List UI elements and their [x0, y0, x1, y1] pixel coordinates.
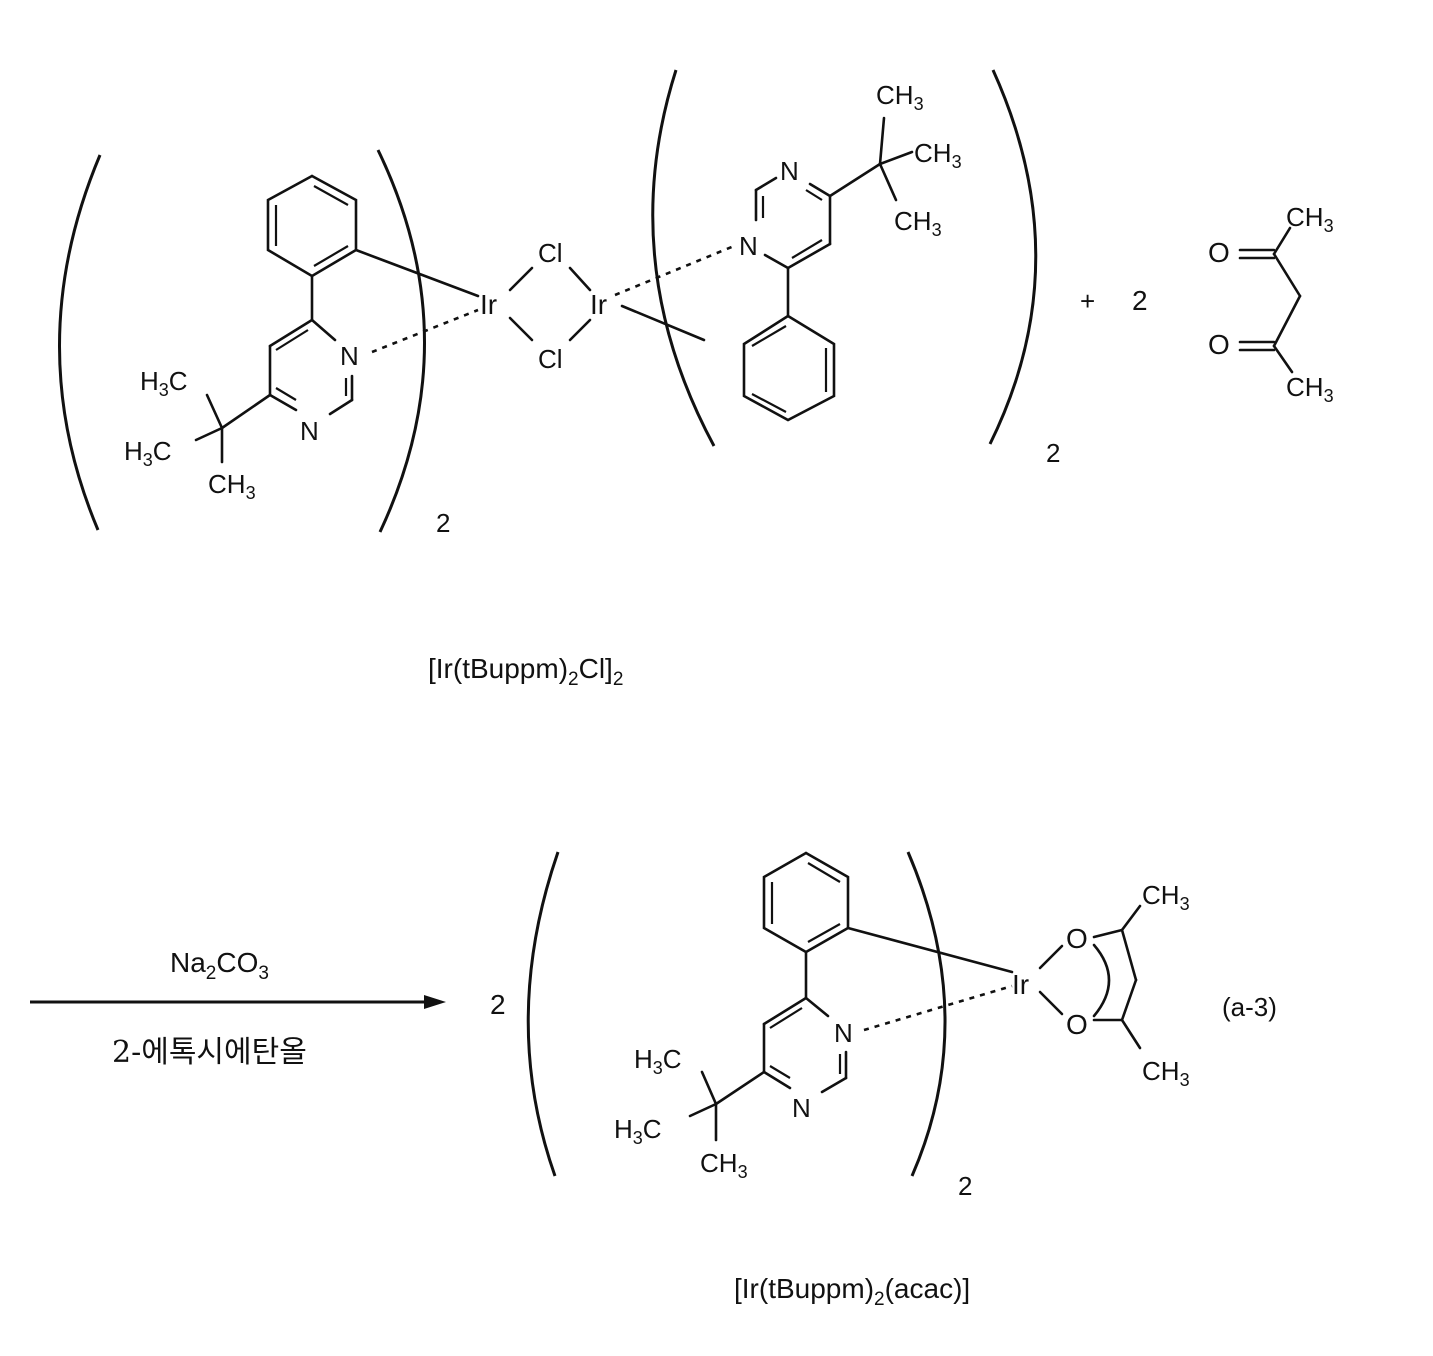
right-n1: N	[739, 231, 758, 261]
product-me2: H3C	[614, 1114, 662, 1148]
right-me1: CH3	[876, 80, 924, 114]
product-phenyl-ring	[762, 851, 850, 954]
product-name: [Ir(tBuppm)2(acac)]	[734, 1273, 970, 1310]
product-ligand-multiplier: 2	[958, 1171, 972, 1201]
reagent-label: Na2CO3	[170, 947, 269, 984]
reactant-dimer: 2 N N H3C	[58, 69, 1060, 538]
right-me2: CH3	[914, 138, 962, 172]
acac-coefficient: 2	[1132, 285, 1148, 316]
right-pyrimidine-ring: N N	[739, 156, 832, 270]
left-tbutyl: H3C H3C CH3	[124, 366, 272, 503]
left-me2: H3C	[124, 436, 172, 470]
product-n1: N	[834, 1018, 853, 1048]
product-acac-ring: O O CH3 CH3	[1038, 880, 1190, 1090]
right-paren-close	[988, 69, 1038, 445]
product-pyrimidine-ring: N N	[762, 996, 853, 1123]
right-me3: CH3	[894, 206, 942, 240]
product-ir-label: Ir	[1012, 969, 1029, 1000]
product-me-top: CH3	[1142, 880, 1190, 914]
left-phenyl-ring	[266, 174, 358, 278]
cl-top-label: Cl	[538, 238, 563, 268]
acac-me-top: CH3	[1286, 202, 1334, 236]
acac-o-bottom: O	[1208, 329, 1230, 360]
solvent-label: 2-에톡시에탄올	[112, 1035, 307, 1070]
acac-o-top: O	[1208, 237, 1230, 268]
right-paren-open	[651, 69, 716, 447]
right-tbutyl: CH3 CH3 CH3	[828, 80, 962, 240]
acetylacetone-molecule: O O CH3 CH3	[1208, 202, 1334, 406]
left-n2: N	[300, 416, 319, 446]
compound-id: (a-3)	[1222, 992, 1277, 1022]
dimer-name: [Ir(tBuppm)2Cl]2	[428, 653, 623, 690]
left-me3: CH3	[208, 469, 256, 503]
left-pyrimidine-ring: N N	[268, 318, 359, 446]
product-paren-close-real	[906, 851, 947, 1177]
plus-sign: +	[1080, 286, 1095, 316]
product-o-bottom: O	[1066, 1009, 1088, 1040]
ir-cl-core: Ir Cl Cl Ir	[480, 238, 607, 374]
left-paren-open	[58, 154, 102, 531]
reaction-arrow: Na2CO3 2-에톡시에탄올	[30, 947, 446, 1070]
right-n2: N	[780, 156, 799, 186]
product-me-bottom: CH3	[1142, 1056, 1190, 1090]
left-me1: H3C	[140, 366, 188, 400]
left-paren-close	[376, 149, 426, 533]
product-tbutyl: H3C H3C CH3	[614, 1044, 766, 1182]
product-me1: H3C	[634, 1044, 682, 1078]
product-coefficient: 2	[490, 989, 506, 1020]
left-ligand-multiplier: 2	[436, 508, 450, 538]
product-n2: N	[792, 1093, 811, 1123]
ir-right-label: Ir	[590, 289, 607, 320]
cl-bottom-label: Cl	[538, 344, 563, 374]
arrow-head-icon	[424, 995, 446, 1009]
right-ligand-multiplier: 2	[1046, 438, 1060, 468]
right-phenyl-ring	[742, 314, 836, 422]
acac-me-bottom: CH3	[1286, 372, 1334, 406]
product-o-top: O	[1066, 923, 1088, 954]
product-paren-open	[526, 851, 560, 1177]
product-complex: 2 2 N N	[490, 851, 1277, 1201]
ir-left-label: Ir	[480, 289, 497, 320]
product-me3: CH3	[700, 1148, 748, 1182]
left-n1: N	[340, 341, 359, 371]
